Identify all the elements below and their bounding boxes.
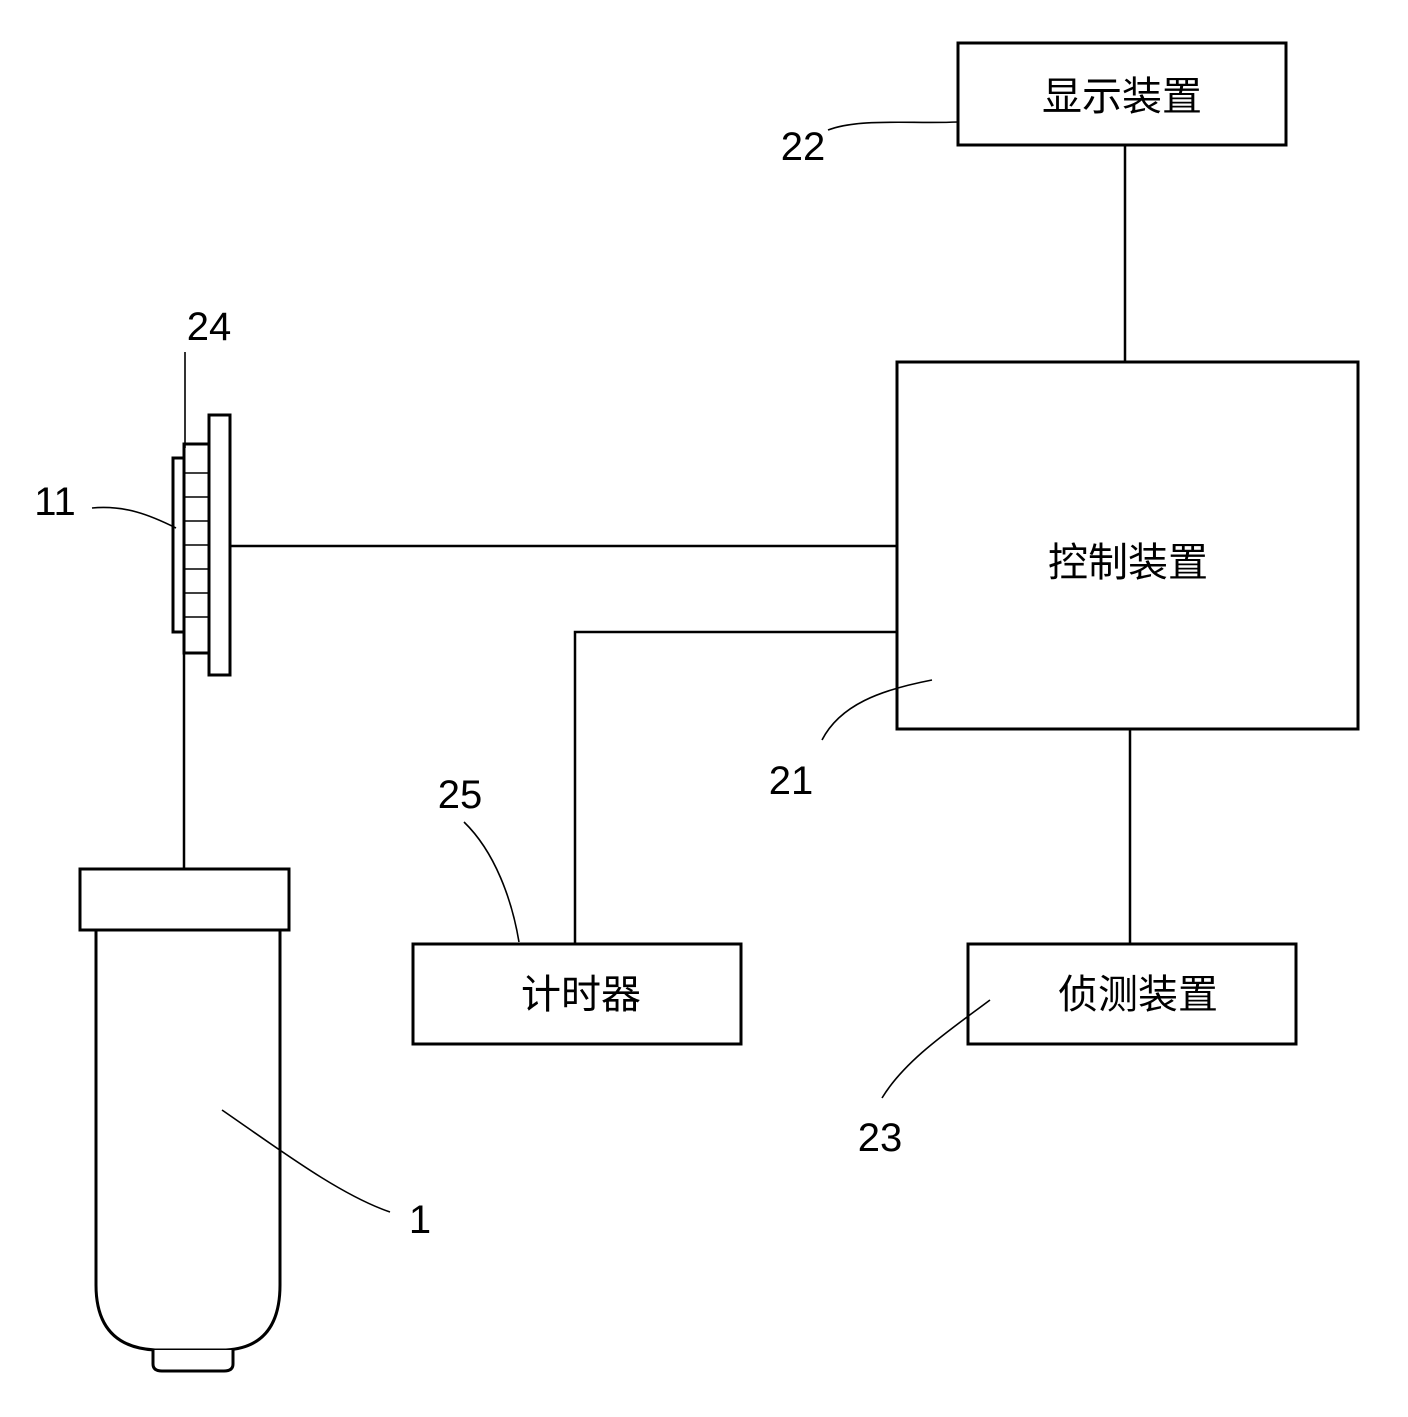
ref-22: 22 bbox=[781, 125, 826, 169]
ref-11: 11 bbox=[34, 480, 76, 524]
element-24-segments bbox=[184, 472, 209, 618]
leader-23 bbox=[881, 999, 991, 1099]
control-device-box bbox=[895, 360, 1360, 731]
mounting-plate bbox=[207, 413, 232, 677]
timer-label: 计时器 bbox=[521, 972, 641, 1018]
container-assembly bbox=[78, 867, 291, 1373]
detection-device-box bbox=[966, 942, 1298, 1046]
wire-timer-to-control bbox=[573, 630, 897, 944]
element-11 bbox=[171, 456, 186, 634]
element-24 bbox=[182, 442, 211, 655]
display-device-label: 显示装置 bbox=[1042, 74, 1202, 120]
display-device-block: 显示装置 bbox=[956, 41, 1288, 147]
leader-25 bbox=[463, 821, 520, 943]
leader-11 bbox=[91, 506, 177, 529]
timer-block: 计时器 bbox=[411, 942, 743, 1046]
timer-box bbox=[411, 942, 743, 1046]
ref-21: 21 bbox=[769, 759, 814, 803]
control-device-label: 控制装置 bbox=[1048, 540, 1208, 586]
ref-1: 1 bbox=[409, 1198, 431, 1242]
display-device-box bbox=[956, 41, 1288, 147]
detection-device-label: 侦测装置 bbox=[1058, 972, 1218, 1018]
leader-21 bbox=[821, 679, 933, 741]
leader-1 bbox=[221, 1109, 391, 1213]
ref-25: 25 bbox=[438, 773, 483, 817]
detection-device-block: 侦测装置 bbox=[966, 942, 1298, 1046]
leader-lines bbox=[91, 121, 991, 1213]
container-cap bbox=[78, 867, 291, 932]
connection-wires bbox=[182, 145, 1132, 944]
control-device-block: 控制装置 bbox=[895, 360, 1360, 731]
reference-numerals: 22 24 11 21 25 23 1 bbox=[34, 125, 902, 1242]
ref-24: 24 bbox=[187, 305, 232, 349]
leader-22 bbox=[827, 121, 959, 131]
container-body bbox=[94, 928, 282, 1352]
ref-23: 23 bbox=[858, 1116, 903, 1160]
sensor-element-assembly bbox=[171, 413, 232, 677]
container-outlet bbox=[151, 1350, 235, 1373]
